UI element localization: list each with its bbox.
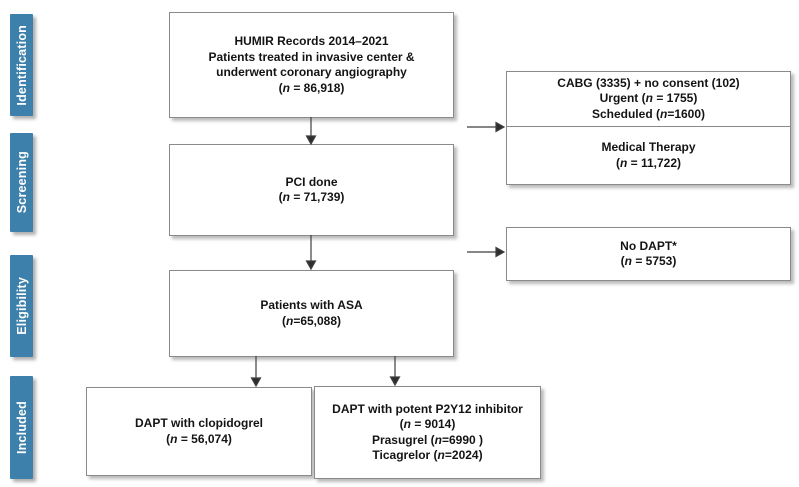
stage-label-text: Screening xyxy=(14,151,29,214)
box-exclusion-no-dapt: No DAPT*(n = 5753) xyxy=(506,227,791,281)
box-line: (n = 56,074) xyxy=(166,431,232,446)
box-line: (n = 9014) xyxy=(399,417,456,431)
box-line: DAPT with potent P2Y12 inhibitor xyxy=(332,401,523,416)
stage-label-text: Identification xyxy=(14,24,29,106)
box-exclusion-cabg-medical: CABG (3335) + no consent (102)Urgent (n … xyxy=(506,71,791,185)
arrow-humir-to-pci-head xyxy=(305,135,317,146)
box-dapt-clopidogrel: DAPT with clopidogrel(n = 56,074) xyxy=(86,387,312,476)
arrow-asa-to-potent-head xyxy=(389,376,401,387)
box-line: PCI done xyxy=(285,174,338,189)
box-patients-with-asa: Patients with ASA(n=65,088) xyxy=(169,270,454,357)
box-line: HUMIR Records 2014–2021 xyxy=(234,34,389,48)
box-line: (n = 11,722) xyxy=(615,155,682,170)
box-line: Urgent (n = 1755) xyxy=(599,91,698,106)
box-line: (n = 71,739) xyxy=(278,190,345,204)
box-line: (n = 86,918) xyxy=(278,80,345,95)
box-line: DAPT with clopidogrel xyxy=(135,416,263,430)
box-line: Ticagrelor (n=2024) xyxy=(372,448,483,462)
stage-label-screening: Screening xyxy=(10,133,33,232)
arrow-to-exclusion-cabg-head xyxy=(495,121,506,133)
box-line: (n = 5753) xyxy=(620,254,677,268)
box-line: CABG (3335) + no consent (102) xyxy=(557,75,740,90)
box-line: Scheduled (n=1600) xyxy=(591,106,706,121)
stage-label-included: Included xyxy=(10,376,33,479)
arrow-asa-to-clopidogrel-head xyxy=(250,377,262,388)
stage-label-text: Eligibility xyxy=(14,277,29,335)
section-exclusion-medical: Medical Therapy(n = 11,722) xyxy=(507,126,790,184)
box-line: Prasugrel (n=6990 ) xyxy=(371,432,484,447)
box-line: underwent coronary angiography xyxy=(216,65,407,79)
box-line: Patients with ASA xyxy=(260,298,363,312)
box-pci-done: PCI done(n = 71,739) xyxy=(169,144,454,236)
box-dapt-potent-p2y12: DAPT with potent P2Y12 inhibitor(n = 901… xyxy=(314,386,541,479)
stage-label-identification: Identification xyxy=(10,14,33,116)
section-exclusion-cabg: CABG (3335) + no consent (102)Urgent (n … xyxy=(507,72,790,126)
box-line: Medical Therapy xyxy=(601,140,696,154)
box-line: No DAPT* xyxy=(620,238,677,253)
box-line: Patients treated in invasive center & xyxy=(208,49,415,64)
arrow-to-exclusion-no-dapt-head xyxy=(495,246,506,258)
box-line: (n=65,088) xyxy=(281,313,342,328)
stage-label-text: Included xyxy=(14,401,29,454)
stage-label-eligibility: Eligibility xyxy=(10,255,33,357)
arrow-pci-to-asa-head xyxy=(305,260,317,271)
